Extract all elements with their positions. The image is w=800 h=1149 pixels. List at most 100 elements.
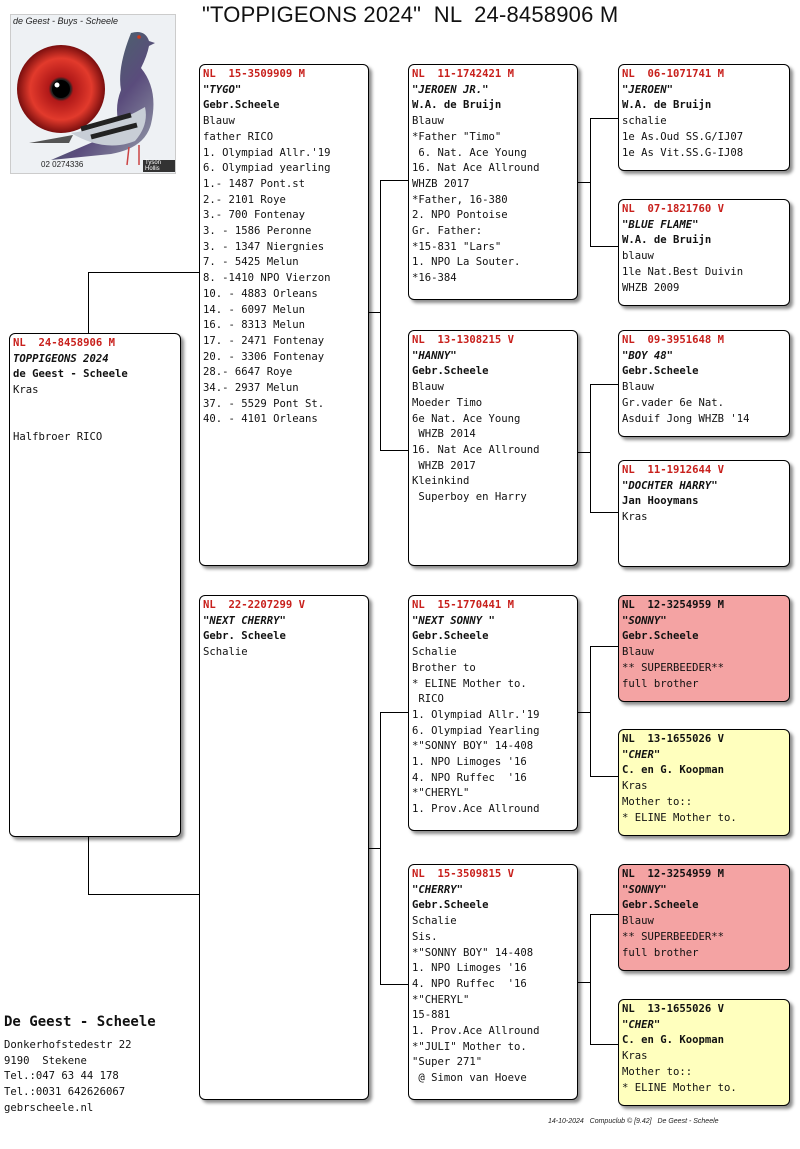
- connector-line: [380, 180, 381, 450]
- info-line: Brother to: [412, 661, 476, 674]
- info-line: Mother to::: [622, 1065, 693, 1078]
- info-line: 34.- 2937 Melun: [203, 382, 299, 395]
- info-line: 7. - 5425 Melun: [203, 256, 299, 269]
- info-line: Schalie: [412, 646, 457, 659]
- info-line: full brother: [622, 677, 699, 690]
- info-line: 3. - 1347 Niergnies: [203, 240, 325, 253]
- ring-number: NL 13-1308215 V: [412, 334, 515, 346]
- pedigree-card-ff[interactable]: NL 11-1742421 M"JEROEN JR."W.A. de Bruij…: [408, 64, 578, 300]
- info-line: RICO: [412, 693, 444, 706]
- info-line: "Super 271": [412, 1056, 483, 1069]
- info-line: 1. Olympiad Allr.'19: [412, 708, 540, 721]
- connector-line: [578, 982, 590, 983]
- info-line: Moeder Timo: [412, 396, 483, 409]
- breeder-name: de Geest - Scheele: [13, 368, 128, 381]
- info-line: Mother to::: [622, 795, 693, 808]
- pedigree-card-mother[interactable]: NL 22-2207299 V"NEXT CHERRY"Gebr. Scheel…: [199, 595, 369, 1100]
- address-phone: Tel.:047 63 44 178: [4, 1070, 119, 1083]
- connector-line: [590, 384, 618, 385]
- info-line: Blauw: [622, 381, 654, 394]
- connector-line: [88, 894, 200, 895]
- connector-line: [578, 182, 590, 183]
- connector-line: [380, 712, 408, 713]
- info-line: *"CHERYL": [412, 787, 470, 800]
- address-website[interactable]: gebrscheele.nl: [4, 1101, 94, 1114]
- info-line: Kras: [622, 1050, 648, 1063]
- breeder-name: Gebr.Scheele: [622, 365, 699, 378]
- connector-line: [368, 312, 380, 313]
- connector-line: [380, 712, 381, 984]
- pigeon-name: "DOCHTER HARRY": [622, 479, 718, 492]
- info-line: 6. Olympiad yearling: [203, 162, 331, 175]
- pigeon-name: "BOY 48": [622, 349, 674, 362]
- info-line: 28.- 6647 Roye: [203, 366, 293, 379]
- pedigree-card-fmm[interactable]: NL 11-1912644 V"DOCHTER HARRY"Jan Hooyma…: [618, 460, 790, 567]
- logo-number: 02 0274336: [41, 160, 84, 169]
- ring-number: NL 11-1742421 M: [412, 68, 515, 80]
- footer-stamp: 14-10-2024 Compuclub © [9.42] De Geest -…: [548, 1118, 719, 1125]
- info-line: Halfbroer RICO: [13, 431, 103, 444]
- pigeon-photo-icon: [11, 15, 175, 173]
- pigeon-name: "CHERRY": [412, 883, 464, 896]
- info-line: 1. NPO Limoges '16: [412, 756, 527, 769]
- info-line: Blauw: [412, 381, 444, 394]
- breeder-name: Gebr. Scheele: [203, 630, 286, 643]
- logo-credit: Tyson Hollis: [143, 160, 175, 172]
- pigeon-name: "BLUE FLAME": [622, 218, 699, 231]
- connector-line: [368, 848, 380, 849]
- info-line: 1. Prov.Ace Allround: [412, 1025, 540, 1038]
- info-line: 4. NPO Ruffec '16: [412, 977, 527, 990]
- pigeon-logo-image: de Geest - Buys - Scheele 02 0274336 Tys…: [10, 14, 176, 174]
- pigeon-name: "CHER": [622, 1018, 661, 1031]
- page-title: "TOPPIGEONS 2024" NL 24-8458906 M: [202, 2, 619, 27]
- info-line: 1. NPO La Souter.: [412, 256, 521, 269]
- ring-number: NL 24-8458906 M: [13, 337, 116, 349]
- pedigree-card-ffm[interactable]: NL 07-1821760 V"BLUE FLAME"W.A. de Bruij…: [618, 199, 790, 306]
- info-line: ** SUPERBEEDER**: [622, 661, 725, 674]
- info-line: Gr.vader 6e Nat.: [622, 396, 725, 409]
- info-line: Schalie: [412, 915, 457, 928]
- connector-line: [590, 246, 618, 247]
- info-line: Blauw: [622, 915, 654, 928]
- pedigree-card-mf[interactable]: NL 15-1770441 M"NEXT SONNY "Gebr.Scheele…: [408, 595, 578, 831]
- info-line: 6. Nat. Ace Young: [412, 146, 527, 159]
- info-line: 16. Nat Ace Allround: [412, 443, 540, 456]
- info-line: WHZB 2017: [412, 177, 470, 190]
- footer-owner: De Geest - Scheele: [4, 1014, 156, 1030]
- info-line: 8. -1410 NPO Vierzon: [203, 272, 331, 285]
- pigeon-name: "NEXT CHERRY": [203, 614, 286, 627]
- info-line: 2.- 2101 Roye: [203, 193, 286, 206]
- ring-number: NL 15-3509909 M: [203, 68, 306, 80]
- info-line: 6e Nat. Ace Young: [412, 412, 521, 425]
- info-line: full brother: [622, 946, 699, 959]
- connector-line: [380, 180, 408, 181]
- info-line: 20. - 3306 Fontenay: [203, 350, 325, 363]
- pigeon-name: "NEXT SONNY ": [412, 614, 495, 627]
- info-line: 14. - 6097 Melun: [203, 303, 306, 316]
- info-line: 40. - 4101 Orleans: [203, 413, 318, 426]
- info-line: *"SONNY BOY" 14-408: [412, 946, 534, 959]
- info-line: 16. Nat Ace Allround: [412, 162, 540, 175]
- connector-line: [590, 914, 591, 1044]
- info-line: 15-881: [412, 1009, 451, 1022]
- info-line: *Father "Timo": [412, 130, 502, 143]
- info-line: 16. - 8313 Melun: [203, 319, 306, 332]
- connector-line: [590, 384, 591, 512]
- ring-number: NL 12-3254959 M: [622, 599, 725, 611]
- info-line: Kleinkind: [412, 475, 470, 488]
- info-line: 37. - 5529 Pont St.: [203, 397, 325, 410]
- connector-line: [88, 272, 200, 273]
- ring-number: NL 12-3254959 M: [622, 868, 725, 880]
- connector-line: [88, 272, 89, 335]
- info-line: WHZB 2017: [412, 459, 476, 472]
